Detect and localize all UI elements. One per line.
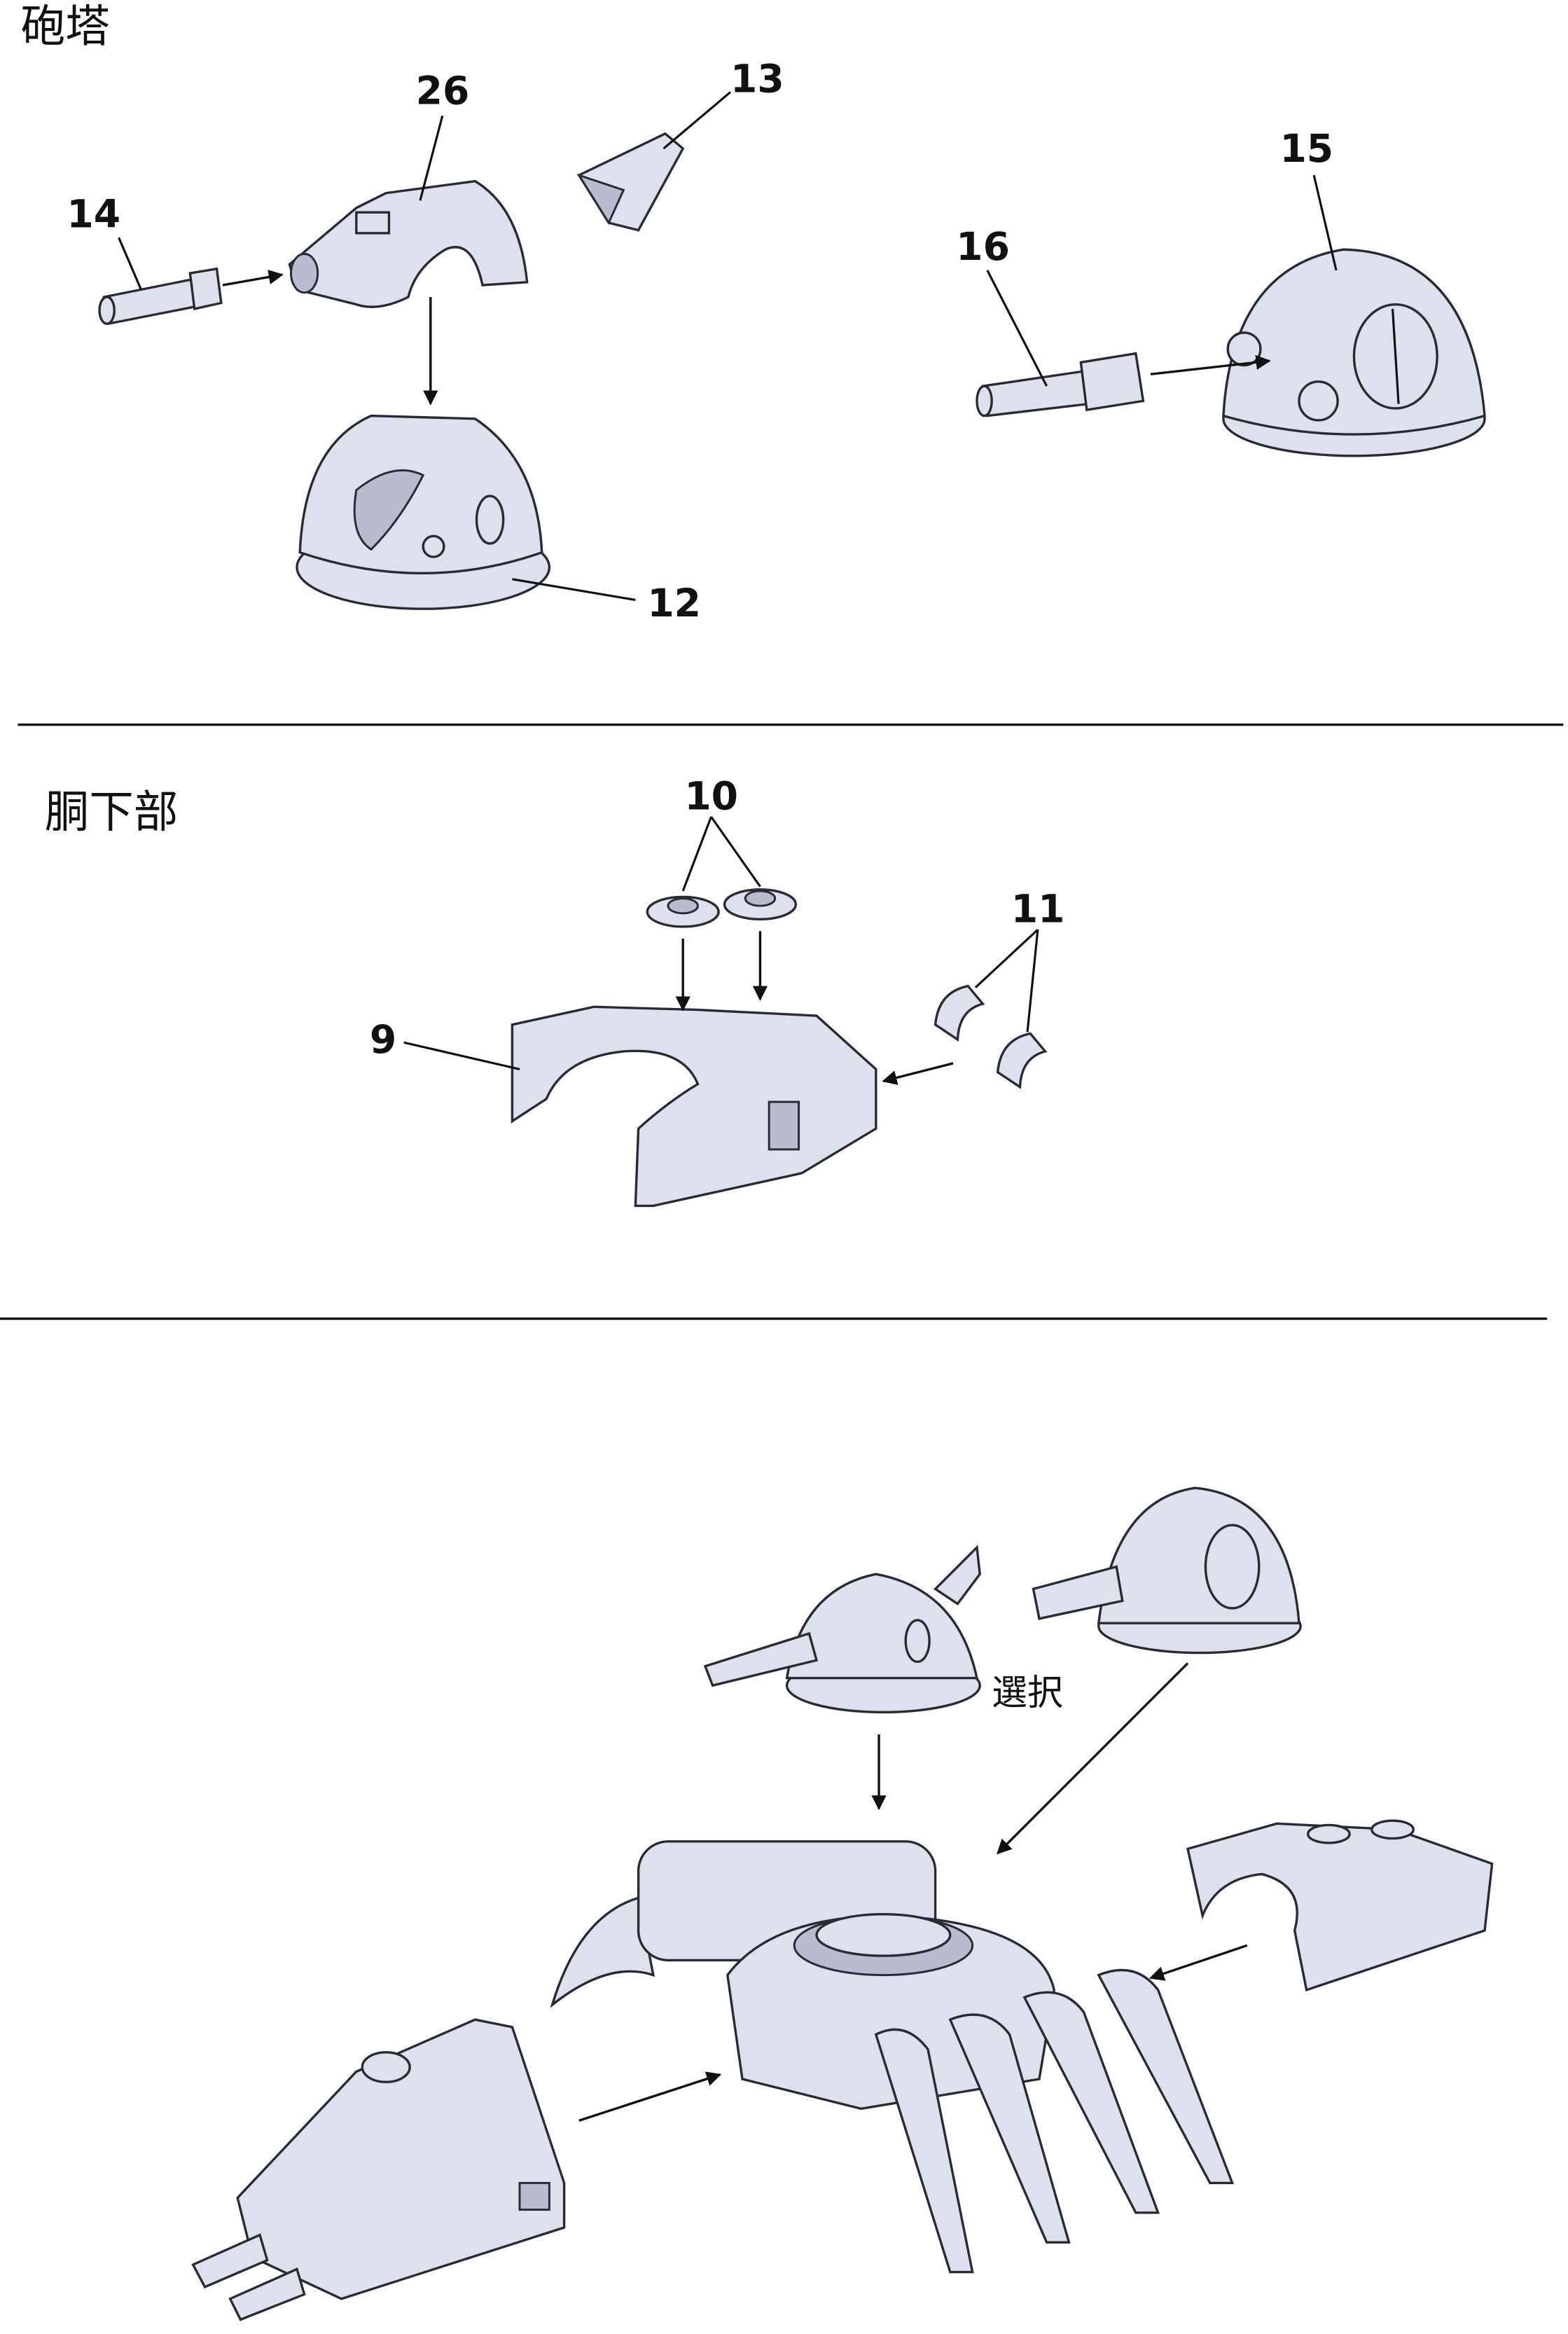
turret-assembly-b xyxy=(1032,1486,1302,1655)
label-part-11: 11 xyxy=(1011,887,1065,932)
label-part-10: 10 xyxy=(684,773,738,818)
part-9 xyxy=(511,1005,877,1208)
turret-assembly-a xyxy=(703,1545,981,1714)
leader-line xyxy=(512,578,636,602)
label-part-26: 26 xyxy=(416,68,470,113)
part-10 xyxy=(646,888,798,928)
leader-line xyxy=(419,115,444,201)
main-body xyxy=(550,1840,1235,2274)
leader-line xyxy=(1312,174,1338,271)
section-title-lower-torso: 胴下部 xyxy=(45,786,179,838)
label-part-13: 13 xyxy=(730,56,784,101)
part-14 xyxy=(98,267,223,326)
lower-torso-assembly xyxy=(1186,1819,1494,1992)
label-part-15: 15 xyxy=(1279,126,1333,171)
arrow xyxy=(222,270,284,286)
leader-line xyxy=(986,270,1048,387)
label-part-16: 16 xyxy=(956,224,1010,269)
part-16 xyxy=(976,352,1145,417)
leader-line xyxy=(710,816,761,888)
arrow xyxy=(1149,1944,1248,1981)
optional-note: 選択 xyxy=(992,1672,1063,1713)
part-11 xyxy=(934,984,1048,1089)
leader-line xyxy=(974,928,1039,988)
arrow xyxy=(1150,354,1271,375)
leader-line xyxy=(118,237,142,291)
label-part-14: 14 xyxy=(67,191,120,236)
label-part-12: 12 xyxy=(647,581,701,626)
leader-line xyxy=(1026,929,1039,1033)
part-15 xyxy=(1222,248,1486,457)
front-assembly xyxy=(191,2018,566,2321)
section-title-turret: 砲塔 xyxy=(21,0,110,52)
leader-line xyxy=(681,816,712,892)
part-13 xyxy=(576,132,685,232)
label-part-9: 9 xyxy=(370,1017,396,1062)
part-12 xyxy=(296,414,551,610)
leader-line xyxy=(662,91,732,150)
leader-line xyxy=(403,1041,520,1070)
arrow xyxy=(997,1662,1189,1855)
arrow xyxy=(578,2071,722,2122)
arrow xyxy=(882,1062,954,1085)
part-26 xyxy=(288,179,529,308)
